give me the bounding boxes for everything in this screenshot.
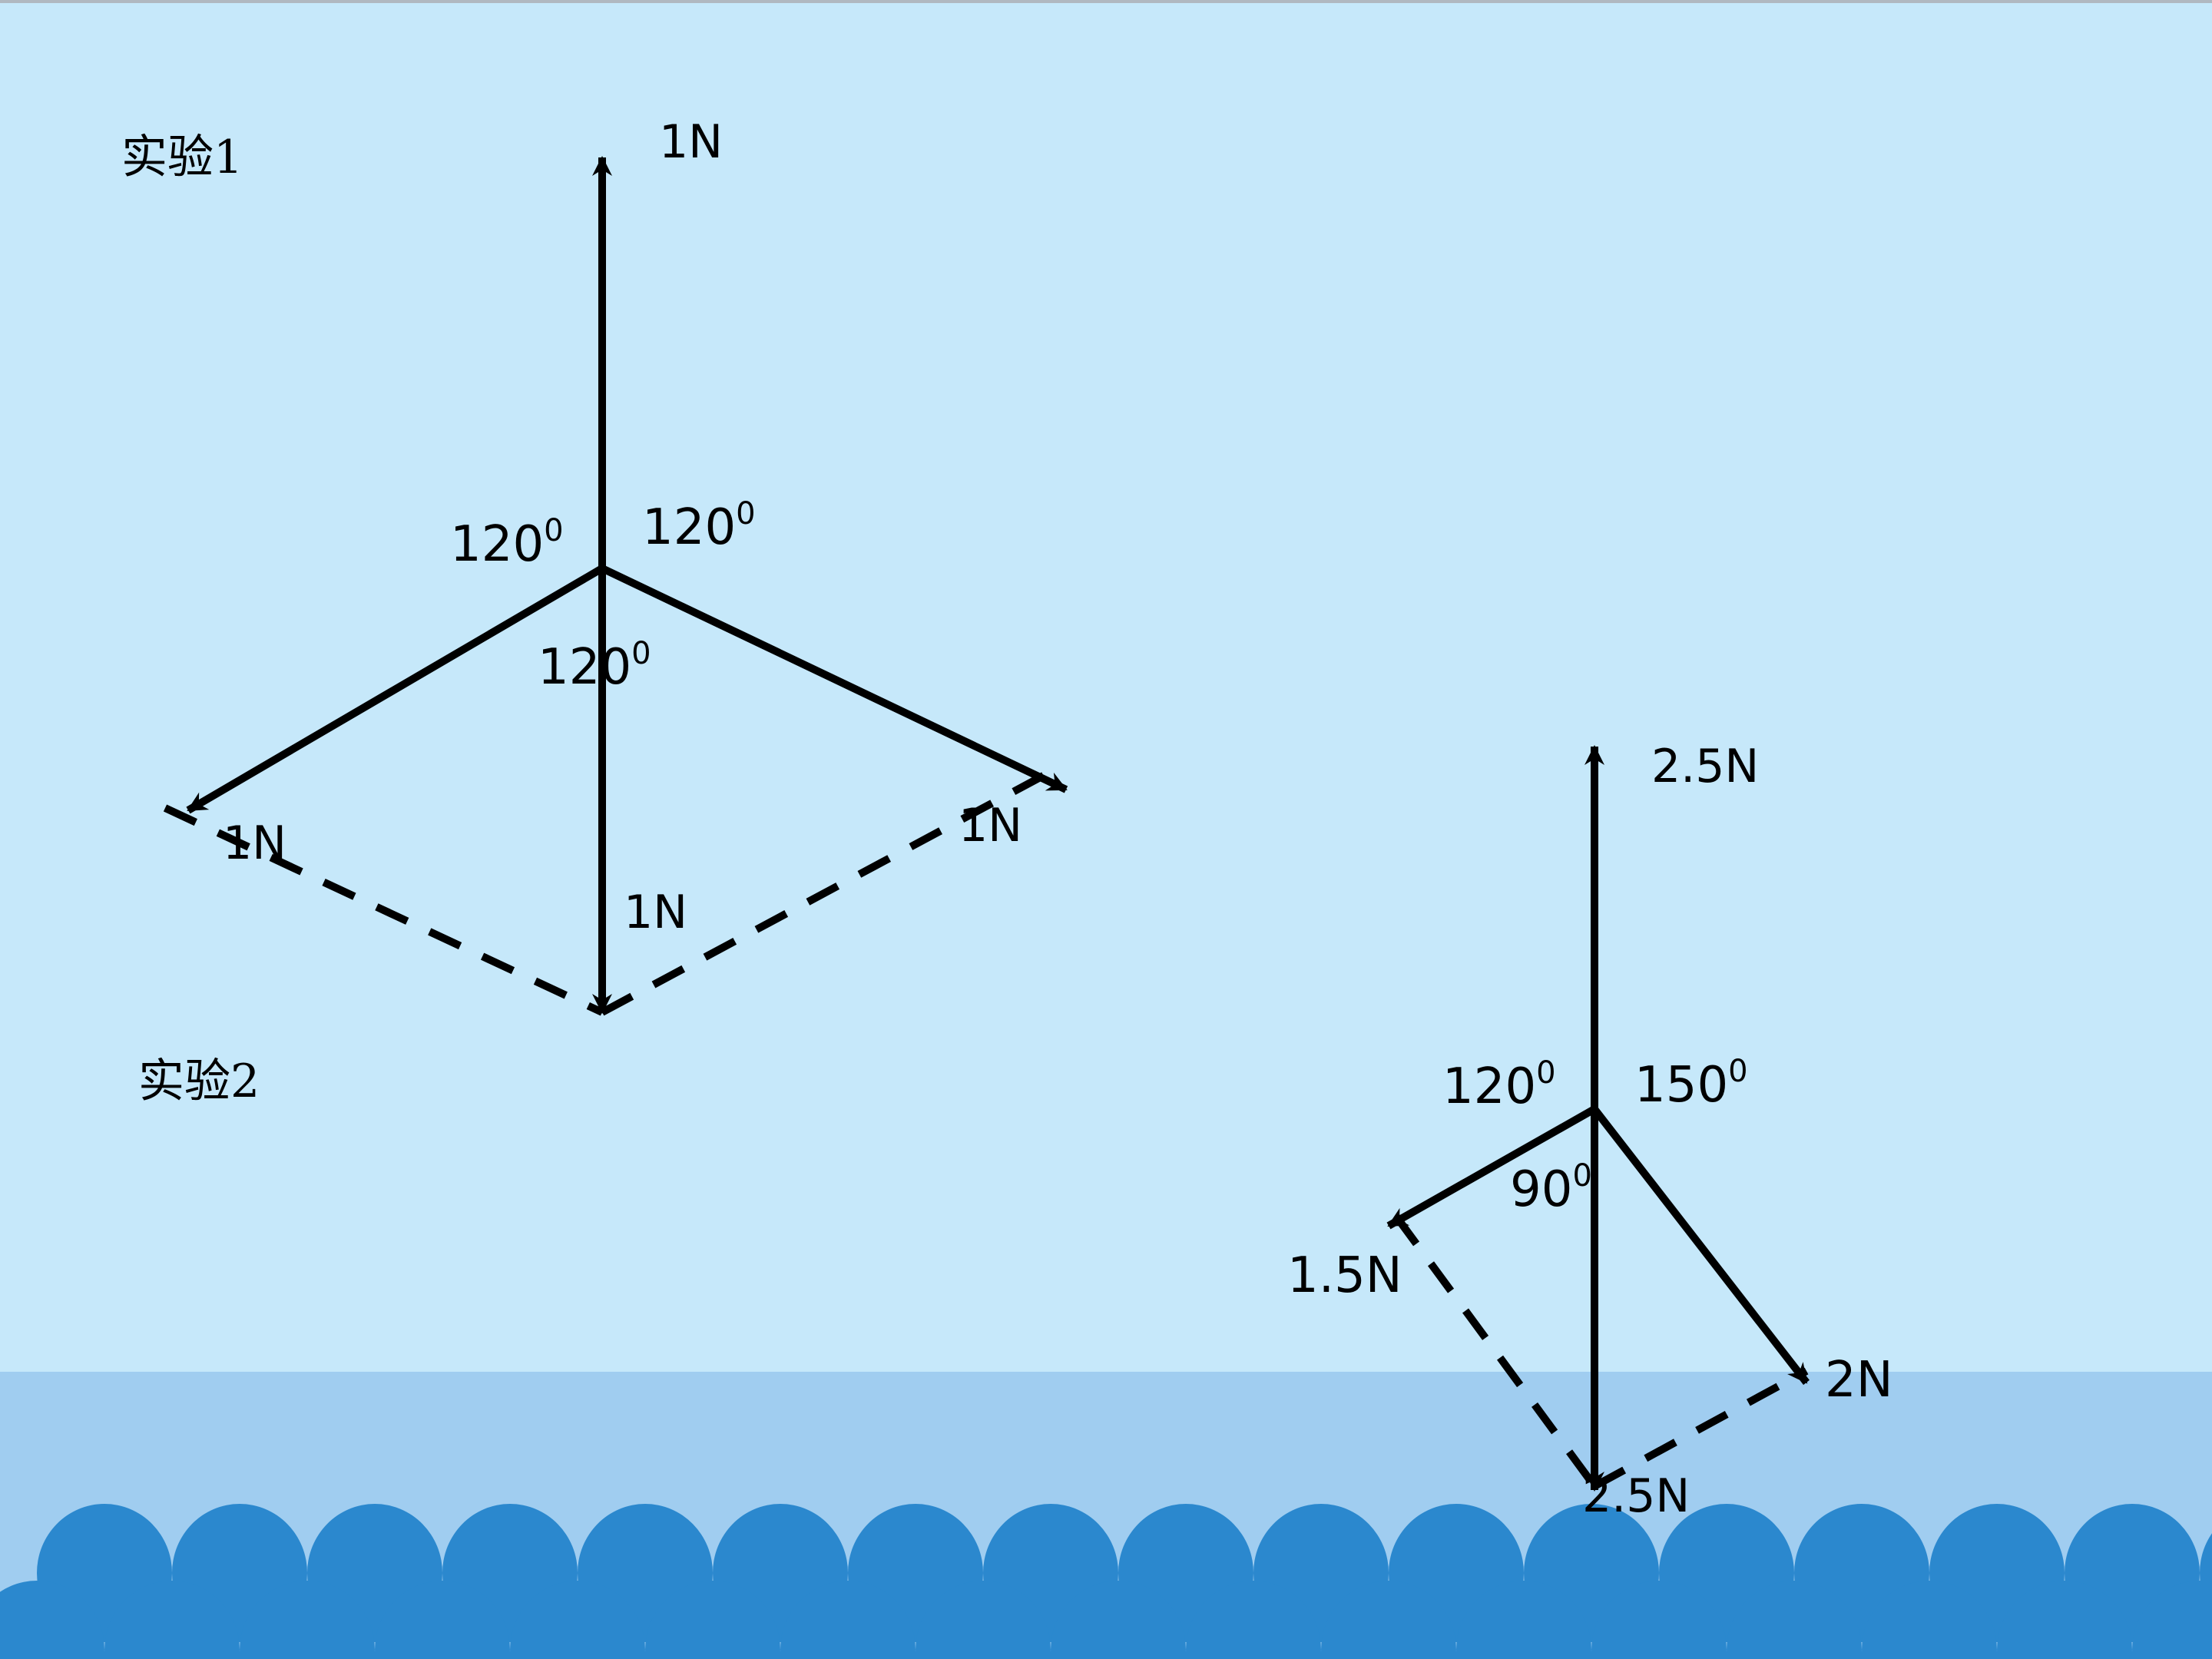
wave-scallop [0, 1581, 104, 1659]
wave-scallop [375, 1581, 510, 1659]
experiment-2-diagram: 实验2 2.5N 1.5N 2N 2.5N 1200 1500 900 [138, 740, 1893, 1523]
wave-scallop [1727, 1581, 1862, 1659]
wave-scallop [1997, 1581, 2132, 1659]
force-label-up: 1N [659, 115, 723, 169]
parallelogram-dash-right [600, 770, 1048, 1016]
force-label-left: 1.5N [1287, 1247, 1402, 1304]
wave-scallop [780, 1581, 916, 1659]
wave-scallop [1186, 1581, 1321, 1659]
parallelogram-dash-right [1592, 1367, 1809, 1490]
wave-scallop [645, 1581, 780, 1659]
force-arrow-left [186, 565, 604, 814]
experiment-1-diagram: 实验1 1N 1N 1N 1N 1200 1200 1200 [121, 115, 1068, 1016]
top-border [0, 0, 2212, 3]
force-label-right: 2N [1825, 1352, 1893, 1409]
force-arrow-right [1591, 1106, 1810, 1386]
wave-scallop [1051, 1581, 1186, 1659]
force-label-left: 1N [223, 816, 286, 870]
experiment-2-title: 实验2 [138, 1055, 260, 1108]
wave-scallop [916, 1581, 1051, 1659]
wave-scallop [1456, 1581, 1591, 1659]
experiment-1-title: 实验1 [121, 131, 243, 184]
parallelogram-dash-left [163, 804, 604, 1016]
wave-pattern [0, 1504, 2212, 1659]
angle-label-bottom: 900 [1510, 1158, 1592, 1218]
force-label-down: 1N [624, 886, 687, 939]
wave-scallop [1591, 1581, 1727, 1659]
wave-scallop [510, 1581, 645, 1659]
wave-scallop [1321, 1581, 1456, 1659]
angle-label-bottom: 1200 [538, 636, 651, 696]
force-label-right: 1N [959, 799, 1022, 853]
force-arrow-right [600, 565, 1068, 793]
force-label-down: 2.5N [1582, 1469, 1690, 1523]
wave-scallop [104, 1581, 240, 1659]
angle-label-left: 1200 [1442, 1055, 1556, 1115]
force-label-up: 2.5N [1651, 740, 1759, 793]
angle-label-left: 1200 [450, 513, 564, 573]
angle-label-right: 1500 [1634, 1054, 1748, 1114]
wave-base [0, 1651, 2212, 1659]
wave-scallop [1862, 1581, 1997, 1659]
force-arrow-left [1386, 1105, 1597, 1230]
wave-scallop [2132, 1581, 2212, 1659]
wave-scallop [240, 1581, 375, 1659]
angle-label-right: 1200 [642, 496, 756, 556]
